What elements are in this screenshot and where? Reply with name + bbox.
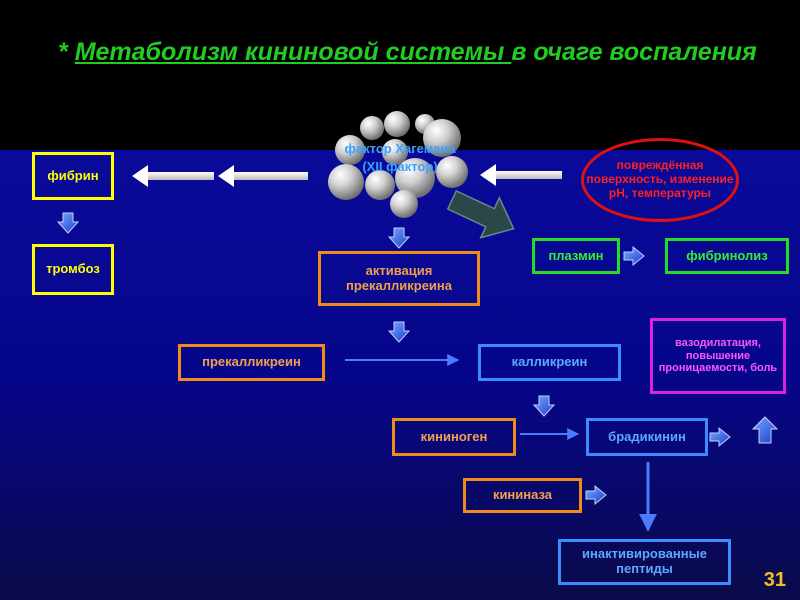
arrow-right-icon <box>585 484 607 506</box>
arrow-down-icon <box>387 227 411 249</box>
arrow-down-icon <box>387 321 411 343</box>
node-hageman-factor: фактор Хагемана (XII фактор) <box>308 140 492 175</box>
node-bradykinin: брадикинин <box>586 418 708 456</box>
node-fibrinolysis: фибринолиз <box>665 238 789 274</box>
node-kallikrein: калликреин <box>478 344 621 381</box>
title-prefix: * <box>58 38 75 66</box>
node-plasmin: плазмин <box>532 238 620 274</box>
arrow-left-icon <box>218 165 308 187</box>
node-thrombosis: тромбоз <box>32 244 114 295</box>
arrow-left-icon <box>132 165 214 187</box>
node-kininase: кининаза <box>463 478 582 513</box>
node-fibrin: фибрин <box>32 152 114 200</box>
arrow-right-icon <box>623 245 645 267</box>
title-rest: в очаге воспаления <box>511 38 757 66</box>
page-number: 31 <box>763 569 786 591</box>
title-underlined: Метаболизм кининовой системы <box>74 38 512 66</box>
arrow-up-icon <box>751 416 779 444</box>
page-title: * Метаболизм кининовой системы в очаге в… <box>58 38 778 67</box>
arrow-right-icon <box>709 426 731 448</box>
arrow-down-icon <box>532 395 556 417</box>
arrow-down-icon <box>56 212 80 234</box>
node-vasodilation: вазодилатация, повышение проницаемости, … <box>650 318 786 394</box>
hageman-line-1: фактор Хагемана <box>344 141 456 156</box>
node-activation: активация прекалликреина <box>318 251 480 306</box>
node-prekallikrein: прекалликреин <box>178 344 325 381</box>
arrow-left-icon <box>480 164 562 186</box>
node-damage-factors: повреждённая поверхность, изменение pH, … <box>581 138 739 222</box>
node-kininogen: кининоген <box>392 418 516 456</box>
node-inactivated-peptides: инактивированные пептиды <box>558 539 731 585</box>
molecule-cluster-icon <box>328 111 468 218</box>
hageman-line-2: (XII фактор) <box>362 158 438 174</box>
arrow-diagonal-icon <box>446 189 515 239</box>
